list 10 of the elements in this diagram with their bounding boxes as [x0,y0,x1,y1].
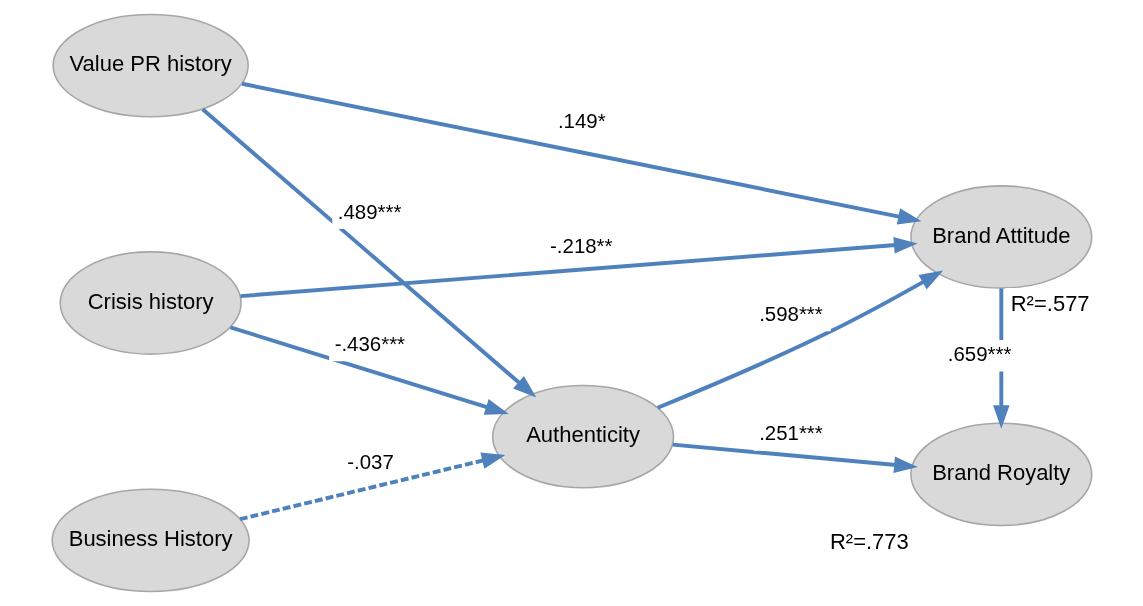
edge-label: .251*** [758,422,823,445]
node-label: R²=.773 [829,528,909,554]
edge-label: -.436*** [334,332,405,355]
edge-label: .598*** [758,302,823,325]
edge-label: .149* [557,109,606,132]
node-label: R²=.577 [1010,291,1090,317]
edge-label: -.037 [346,450,394,473]
edge-label: .489*** [337,200,401,223]
edge-label: .659*** [947,343,1011,366]
edge-label: -.218** [549,235,613,258]
